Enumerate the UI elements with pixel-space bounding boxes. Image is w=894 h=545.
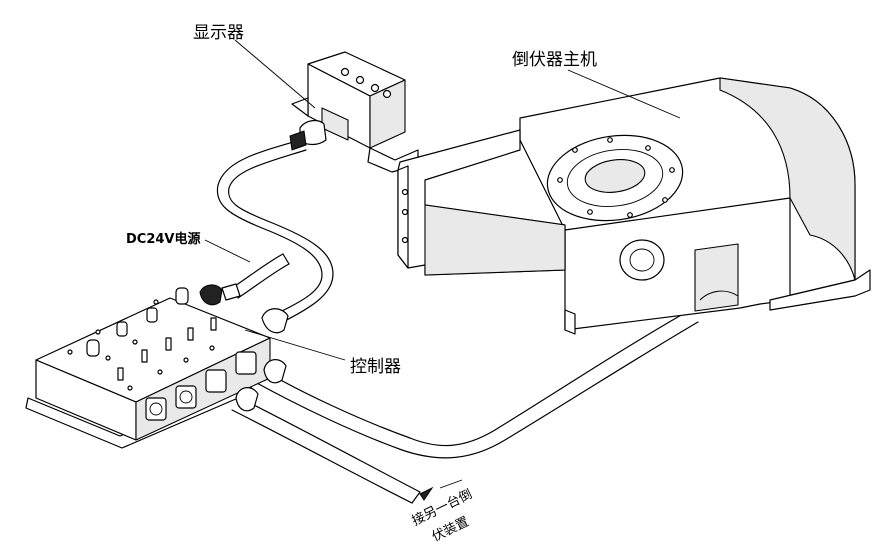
label-controller: 控制器 bbox=[350, 357, 401, 377]
cable-display-to-controller bbox=[216, 139, 334, 327]
diagram-canvas bbox=[25, 39, 871, 504]
leader-lines bbox=[204, 39, 681, 489]
main-unit bbox=[397, 77, 871, 335]
label-power: DC24V电源 bbox=[126, 232, 201, 247]
controller-unit bbox=[25, 283, 289, 449]
label-main-unit: 倒伏器主机 bbox=[512, 50, 597, 70]
cable-power bbox=[231, 253, 290, 299]
cable-main-to-controller bbox=[254, 309, 699, 459]
cable-to-other-unit bbox=[231, 397, 434, 504]
label-display: 显示器 bbox=[193, 23, 244, 43]
display-unit bbox=[289, 51, 419, 173]
